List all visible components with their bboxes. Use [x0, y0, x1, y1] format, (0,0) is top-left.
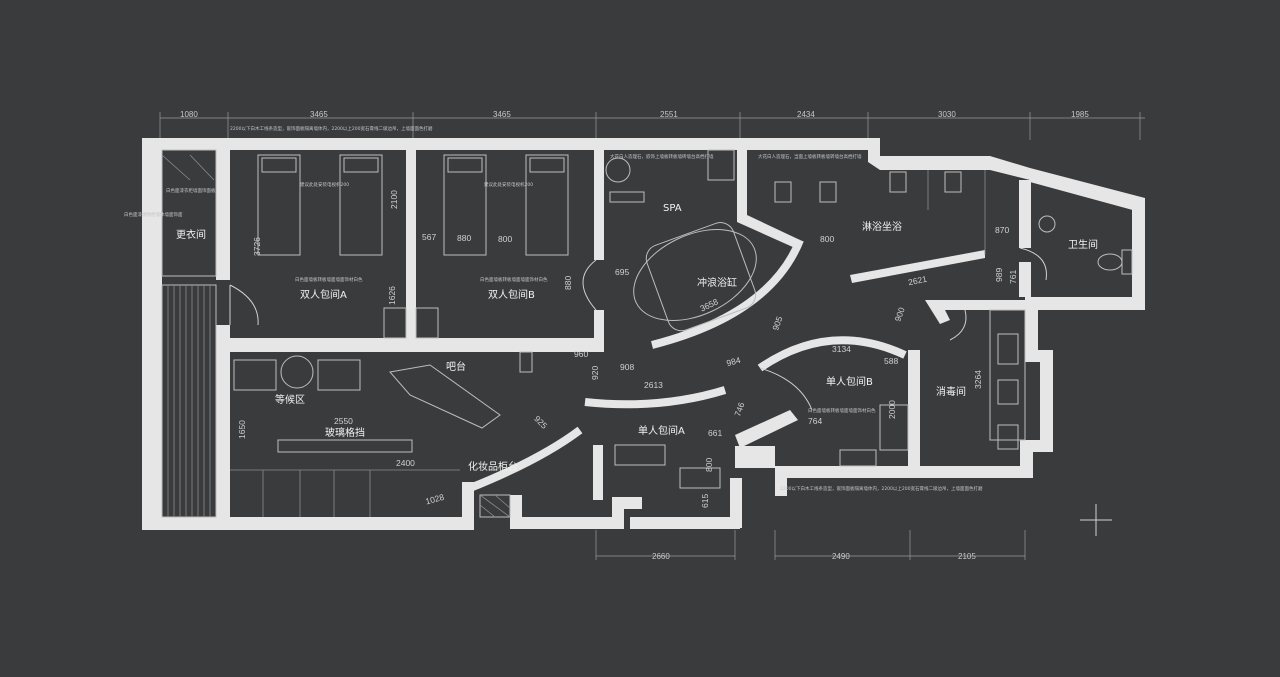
note-bed-a: 建议此处安装电视机200 [300, 181, 349, 188]
curves [229, 238, 1047, 492]
room-shower: 淋浴坐浴 [862, 220, 902, 233]
top-dim-5: 2434 [797, 110, 815, 119]
dim-908: 908 [620, 362, 634, 372]
note-changing: 白色面漆衣柜墙面饰面板 [166, 187, 216, 194]
note-bottom: 2200以下白木工线条造型，嵌饰面板隔离墙体内，2200以上200宽石膏线二级边… [780, 485, 983, 492]
room-waiting: 等候区 [275, 393, 305, 406]
dim-2100: 2100 [389, 190, 399, 209]
dim-764: 764 [808, 416, 822, 426]
top-dim-3: 3465 [493, 110, 511, 119]
dim-900: 900 [893, 306, 907, 323]
crosshair-icon [1080, 504, 1112, 536]
bottom-dim-3: 2105 [958, 552, 976, 561]
room-toilet: 卫生间 [1068, 238, 1098, 251]
room-bar: 吧台 [446, 360, 466, 373]
room-glass-partition: 玻璃格挡 [325, 426, 365, 439]
dim-3264: 3264 [973, 370, 983, 389]
room-changing: 更衣间 [176, 228, 206, 241]
note-double-b: 白色面墙板转板墙面墙面饰材白色 [480, 276, 548, 283]
bottom-dim-2: 2490 [832, 552, 850, 561]
room-double-b: 双人包间B [488, 288, 535, 301]
dim-960: 960 [574, 349, 588, 359]
dim-3726: 3726 [252, 237, 262, 256]
dim-567: 567 [422, 232, 436, 242]
room-single-a: 单人包间A [638, 424, 685, 437]
walls [142, 138, 1145, 530]
stripe-area [161, 284, 217, 518]
dim-615: 615 [700, 494, 710, 508]
dim-905: 905 [770, 315, 784, 332]
dim-870: 870 [995, 225, 1009, 235]
dim-746: 746 [732, 401, 746, 418]
dim-2000: 2000 [887, 400, 897, 419]
note-double-a: 白色面墙板转板墙面墙面饰材白色 [295, 276, 363, 283]
dim-695: 695 [615, 267, 629, 277]
dim-800c: 800 [704, 458, 714, 472]
note-single-b: 白色面墙板转板墙面墙面饰材白色 [808, 407, 876, 414]
dimension-lines [159, 112, 1145, 560]
dim-588: 588 [884, 356, 898, 366]
dim-800a: 800 [498, 234, 512, 244]
dim-1650: 1650 [237, 420, 247, 439]
dim-2400: 2400 [396, 458, 415, 468]
dim-3134: 3134 [832, 344, 851, 354]
dim-2550: 2550 [334, 416, 353, 426]
dim-1626: 1626 [387, 286, 397, 305]
note-top-c: 大花白人造理石，当面上墙板转板墙转墙台高档打墙 [758, 153, 862, 160]
dim-920: 920 [590, 366, 600, 380]
dim-2613: 2613 [644, 380, 663, 390]
dim-2621: 2621 [907, 274, 928, 288]
dim-661: 661 [708, 428, 722, 438]
note-left: 白色面漆储物柜墙体墙面饰面 [124, 211, 183, 218]
dim-1028: 1028 [424, 492, 445, 507]
dim-989: 989 [994, 268, 1004, 282]
dim-880b: 880 [563, 276, 573, 290]
bottom-dim-1: 2660 [652, 552, 670, 561]
dim-984: 984 [725, 355, 742, 368]
dim-925: 925 [532, 414, 549, 431]
note-top-a: 2200以下白木工线条造型，嵌饰面板隔离墙体内，2200以上200宽石膏线二级边… [230, 125, 433, 132]
room-surf-tub: 冲浪浴缸 [697, 276, 737, 289]
top-dim-6: 3030 [938, 110, 956, 119]
note-bed-b: 建议此处安装电视机200 [484, 181, 533, 188]
room-spa: SPA [663, 203, 682, 214]
top-dim-2: 3465 [310, 110, 328, 119]
dim-880a: 880 [457, 233, 471, 243]
top-dim-4: 2551 [660, 110, 678, 119]
dim-761: 761 [1008, 270, 1018, 284]
room-double-a: 双人包间A [300, 288, 347, 301]
top-dim-1: 1080 [180, 110, 198, 119]
room-single-b: 单人包间B [826, 375, 873, 388]
furniture [161, 149, 1133, 518]
top-dim-7: 1985 [1071, 110, 1089, 119]
dim-3658: 3658 [698, 296, 720, 313]
dim-800b: 800 [820, 234, 834, 244]
note-top-b: 大花白人造理石，嵌饰上墙板转板墙砖墙台高档打墙 [610, 153, 714, 160]
room-vanity: 化妆品柜台 [468, 460, 518, 473]
room-disinfect: 消毒间 [936, 385, 966, 398]
